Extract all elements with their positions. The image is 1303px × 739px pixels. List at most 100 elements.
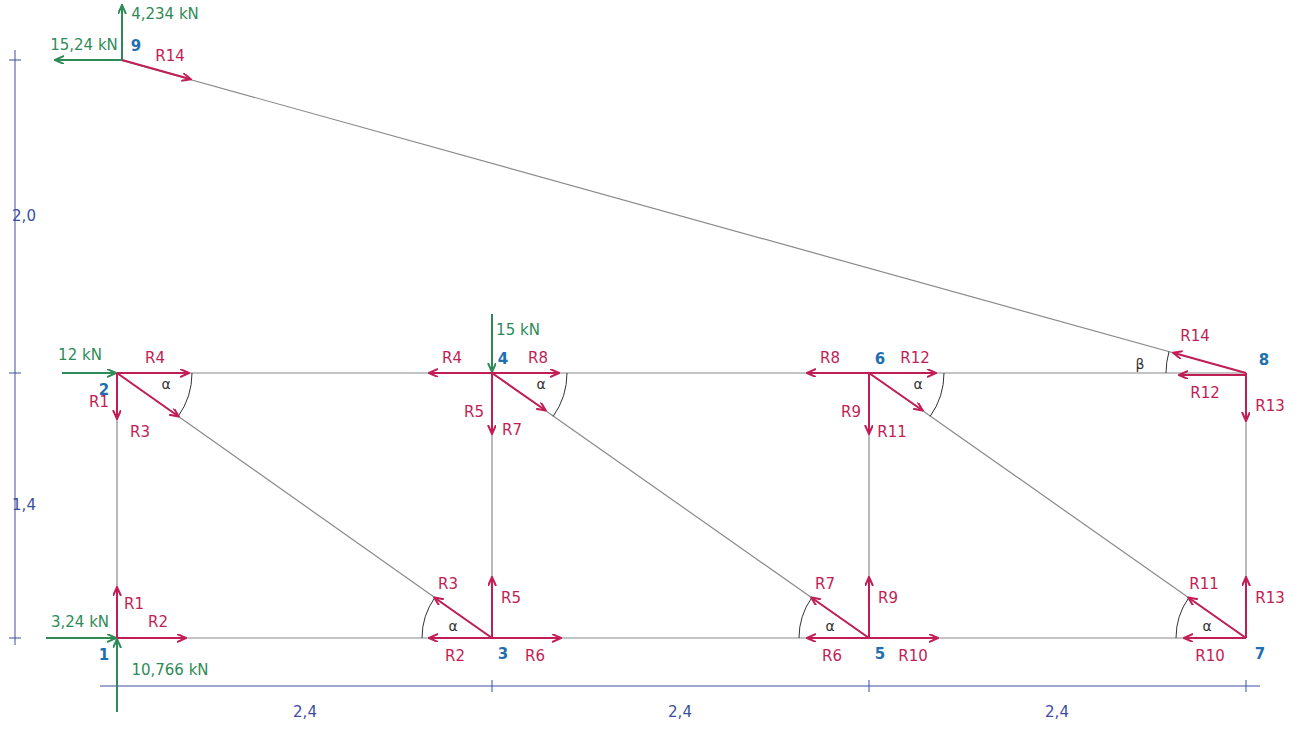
force-name: R11 (877, 424, 907, 440)
force-name: R3 (130, 424, 150, 440)
diagonal-member (869, 373, 1246, 638)
force-arrow (117, 373, 178, 416)
force-name: R14 (1180, 328, 1210, 344)
force-name: R12 (1190, 385, 1220, 401)
angle-arcs (178, 352, 1189, 638)
angle-symbol: α (161, 376, 170, 392)
cable-member (120, 60, 1246, 373)
force-name: R14 (155, 48, 185, 64)
load-arrow (56, 59, 122, 61)
joint-number: 7 (1255, 646, 1265, 662)
dimension-value: 2,4 (1045, 704, 1069, 720)
force-arrow (491, 373, 493, 433)
force-name: R4 (442, 350, 462, 366)
force-arrow (808, 372, 869, 374)
joint-number: 3 (498, 646, 508, 662)
force-name: R8 (528, 350, 548, 366)
angle-arc (1176, 598, 1189, 638)
joint-number: 8 (1259, 352, 1269, 368)
force-arrow (808, 637, 869, 639)
force-name: R13 (1255, 398, 1285, 414)
angle-symbol: α (1202, 618, 1211, 634)
joint-number: 6 (875, 351, 885, 367)
force-arrow (491, 578, 493, 638)
force-arrow (868, 373, 870, 433)
dimension-tick (1246, 680, 1247, 692)
bottom-chord (117, 637, 1246, 638)
force-arrow (492, 373, 545, 410)
truss-members (117, 60, 1246, 638)
load-arrow (62, 372, 115, 374)
force-arrow (868, 578, 870, 638)
dimension-line (100, 686, 1260, 687)
angle-symbol: α (536, 376, 545, 392)
force-arrow (869, 637, 937, 639)
diagonal-member (492, 373, 869, 638)
load-arrow (46, 637, 115, 639)
vertical-member (1245, 373, 1246, 638)
dimension-value: 2,4 (668, 704, 692, 720)
force-arrow (435, 598, 492, 638)
force-arrow (117, 637, 185, 639)
force-name: R5 (501, 590, 521, 606)
dimension-tick (869, 680, 870, 692)
force-arrow (492, 372, 558, 374)
force-name: R3 (438, 576, 458, 592)
force-name: R6 (822, 648, 842, 664)
angle-symbol: α (913, 376, 922, 392)
force-name: R7 (815, 576, 835, 592)
force-name: R9 (878, 590, 898, 606)
load-value: 10,766 kN (131, 662, 208, 678)
angle-arc (799, 598, 812, 638)
angle-symbol: α (825, 618, 834, 634)
force-arrow (116, 373, 118, 418)
force-name: R13 (1255, 590, 1285, 606)
force-name: R10 (1195, 648, 1225, 664)
diagonal-member (117, 373, 492, 638)
joint-number: 9 (131, 38, 141, 54)
dimension-value: 2,4 (293, 704, 317, 720)
joint-number: 4 (498, 351, 508, 367)
load-arrow (121, 6, 123, 60)
force-name: R2 (148, 614, 168, 630)
force-arrows (117, 60, 1246, 638)
load-arrow (491, 314, 493, 371)
dimension-tick (492, 680, 493, 692)
force-name: R12 (900, 350, 930, 366)
force-name: R8 (820, 350, 840, 366)
force-name: R10 (898, 648, 928, 664)
load-value: 15 kN (496, 322, 540, 338)
force-arrow (117, 372, 188, 374)
force-name: R11 (1189, 576, 1219, 592)
force-arrow (812, 598, 869, 638)
angle-symbol: α (448, 618, 457, 634)
force-arrow (116, 588, 118, 638)
force-name: R1 (89, 394, 109, 410)
force-name: R4 (145, 350, 165, 366)
angle-symbol: β (1136, 356, 1145, 372)
dimension-value: 2,0 (12, 208, 36, 224)
dimension-tick (9, 638, 21, 639)
force-arrow (1245, 578, 1247, 638)
dimension-tick (9, 60, 21, 61)
vertical-member (491, 373, 492, 638)
angle-arc (930, 373, 944, 416)
angle-arc (553, 373, 567, 416)
dimension-value: 1,4 (12, 497, 36, 513)
angle-arc (1166, 352, 1169, 373)
force-arrow (1174, 353, 1246, 373)
load-arrow (116, 640, 118, 712)
force-name: R5 (464, 404, 484, 420)
angle-arc (178, 373, 192, 416)
force-arrow (869, 373, 922, 410)
force-name: R9 (841, 404, 861, 420)
force-name: R6 (525, 648, 545, 664)
force-arrow (1185, 637, 1246, 639)
dimension-tick (9, 373, 21, 374)
top-chord (117, 372, 1246, 373)
load-value: 4,234 kN (131, 6, 199, 22)
load-value: 12 kN (58, 347, 102, 363)
force-arrow (869, 372, 935, 374)
force-name: R1 (124, 596, 144, 612)
